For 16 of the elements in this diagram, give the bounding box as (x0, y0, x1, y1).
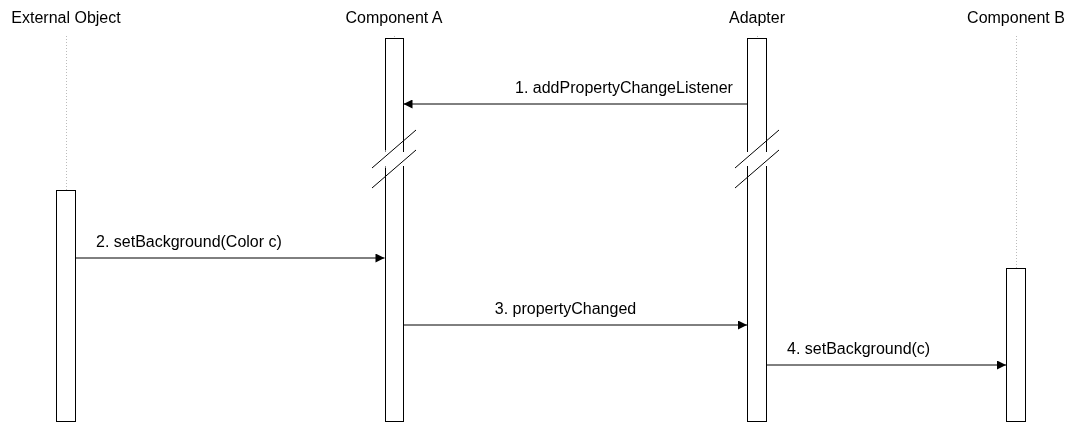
message-arrow (766, 360, 1007, 370)
participant-name: Component B (967, 8, 1065, 28)
edge-label: 2. setBackground(Color c) (94, 232, 284, 252)
edge-label: 3. propertyChanged (492, 299, 639, 319)
message-arrow (403, 99, 748, 109)
activation-bar (56, 190, 76, 422)
activation-bar (1006, 268, 1026, 422)
message-arrow (75, 253, 385, 263)
message-arrow (403, 320, 748, 330)
participant-name: External Object (11, 8, 121, 28)
edge-label: 1. addPropertyChangeListener (513, 78, 735, 98)
edge-label: 4. setBackground(c) (785, 339, 933, 359)
activation-bar (747, 38, 767, 422)
activation-bar (384, 38, 404, 422)
participant-name: Adapter (728, 8, 785, 28)
participant-name: Component A (345, 8, 443, 28)
